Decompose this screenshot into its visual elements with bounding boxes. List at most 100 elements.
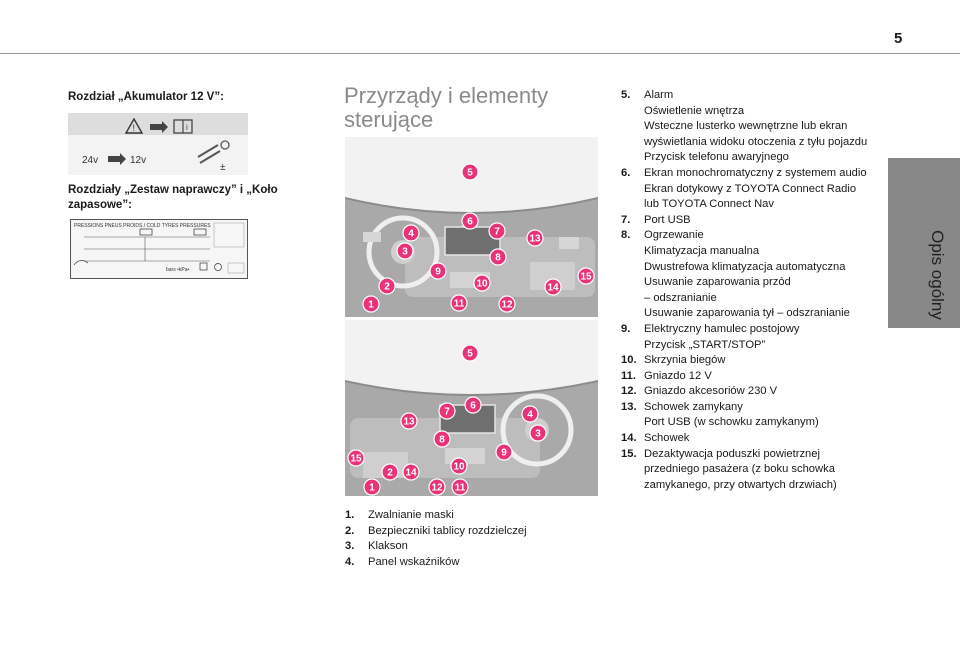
diagram-marker-top-9: 9 [429, 262, 447, 280]
legend-number: 12. [621, 385, 637, 398]
legend-number: 9. [621, 322, 631, 335]
legend-text: Bezpieczniki tablicy rozdzielczej [368, 524, 595, 540]
marker-label: 4 [408, 229, 414, 240]
legend-line: Bezpieczniki tablicy rozdzielczej [368, 524, 527, 537]
diagram-marker-bottom-3: 3 [529, 424, 547, 442]
legend-line: Schowek [644, 432, 690, 445]
legend-number: 10. [621, 354, 637, 367]
svg-text:!: ! [133, 123, 136, 133]
legend-line: Gniazdo 12 V [644, 369, 712, 382]
legend-number: 6. [621, 166, 631, 179]
legend-item: 11. Gniazdo 12 V [621, 369, 871, 385]
legend-line: Usuwanie zaparowania tył – odszranianie [644, 307, 850, 320]
marker-label: 8 [495, 253, 501, 264]
legend-line: Klakson [368, 540, 408, 553]
diagram-marker-top-13: 13 [526, 229, 544, 247]
marker-label: 11 [454, 299, 465, 310]
diagram-marker-top-12: 12 [498, 295, 516, 313]
legend-line: Schowek zamykany [644, 400, 743, 413]
marker-label: 10 [476, 279, 488, 290]
marker-label: 6 [467, 217, 473, 228]
legend-text: Skrzynia biegów [644, 353, 871, 369]
marker-label: 10 [453, 462, 465, 473]
legend-item: 12. Gniazdo akcesoriów 230 V [621, 384, 871, 400]
diagram-marker-top-15: 15 [577, 267, 595, 285]
legend-text: Gniazdo akcesoriów 230 V [644, 384, 871, 400]
legend-number: 5. [621, 89, 631, 101]
legend-line: Dwustrefowa klimatyzacja automatyczna [644, 260, 846, 273]
diagram-marker-top-6: 6 [461, 212, 479, 230]
legend-number: 2. [345, 524, 355, 537]
legend-line: Skrzynia biegów [644, 354, 726, 367]
legend-item: 2. Bezpieczniki tablicy rozdzielczej [345, 524, 595, 540]
label-24v: 24v [82, 155, 98, 166]
marker-label: 15 [580, 272, 592, 283]
marker-label: 13 [403, 417, 415, 428]
legend-number: 1. [345, 509, 355, 521]
tyre-label-units: bars •kPa• [166, 267, 189, 273]
diagram-marker-bottom-13: 13 [400, 412, 418, 430]
diagram-marker-bottom-2: 2 [381, 463, 399, 481]
legend-line: Usuwanie zaparowania przód [644, 276, 791, 289]
legend-text: Gniazdo 12 V [644, 369, 871, 385]
legend-text: Dezaktywacja poduszki powietrznej przedn… [644, 447, 871, 494]
diagram-marker-top-7: 7 [488, 222, 506, 240]
legend-item: 1. Zwalnianie maski [345, 508, 595, 524]
diagram-marker-bottom-14: 14 [402, 463, 420, 481]
marker-label: 5 [467, 168, 473, 179]
legend-number: 15. [621, 447, 637, 460]
legend-number: 8. [621, 229, 631, 242]
marker-label: 2 [387, 468, 393, 479]
legend-item: 7.Port USB [621, 213, 871, 229]
marker-label: 13 [529, 234, 541, 245]
marker-label: 7 [444, 407, 450, 418]
battery-heading: Rozdział „Akumulator 12 V”: [68, 91, 224, 103]
diagram-marker-top-1: 1 [362, 295, 380, 313]
legend-item: 14.Schowek [621, 431, 871, 447]
diagram-marker-top-2: 2 [378, 277, 396, 295]
section-title: Przyrządy i elementy sterujące [344, 83, 549, 132]
legend-line: Port USB (w schowku zamykanym) [644, 416, 819, 429]
section-tab [888, 158, 960, 328]
legend-item: 10. Skrzynia biegów [621, 353, 871, 369]
battery-label-figure: ! i 24v 12v ± [68, 113, 248, 175]
legend-text: Panel wskaźników [368, 555, 595, 571]
legend-item: 6. Ekran monochromatyczny z systemem audi… [621, 166, 871, 213]
legend-text: Zwalnianie maski [368, 508, 595, 524]
header-rule [0, 53, 960, 54]
legend-text: Port USB [644, 213, 871, 229]
legend-line: – odszranianie [644, 291, 717, 304]
legend-number: 3. [345, 540, 355, 553]
diagram-marker-top-8: 8 [489, 248, 507, 266]
marker-label: 7 [494, 227, 500, 238]
diagram-marker-bottom-15: 15 [347, 449, 365, 467]
marker-label: 3 [402, 247, 408, 258]
legend-number: 11. [621, 369, 636, 382]
legend-number: 13. [621, 400, 637, 413]
marker-label: 2 [384, 282, 390, 293]
diagram-marker-bottom-12: 12 [428, 478, 446, 496]
label-12v: 12v [130, 155, 146, 166]
diagram-marker-bottom-4: 4 [521, 405, 539, 423]
marker-label: 3 [535, 429, 541, 440]
diagram-marker-top-5: 5 [461, 163, 479, 181]
legend-line: Wsteczne lusterko wewnętrzne lub ekran w… [644, 120, 868, 148]
legend-line: Ekran monochromatyczny z systemem audio [644, 166, 867, 179]
legend-number: 4. [345, 555, 355, 568]
marker-label: 5 [467, 349, 473, 360]
diagram-marker-bottom-11: 11 [451, 478, 469, 496]
legend-line: Zwalnianie maski [368, 509, 454, 521]
legend-line: Gniazdo akcesoriów 230 V [644, 385, 778, 398]
diagram-marker-bottom-5: 5 [461, 344, 479, 362]
diagram-marker-top-4: 4 [402, 224, 420, 242]
tyre-label-header: PRESSIONS PNEUS PROIDS / COLD TYRES PRES… [74, 223, 211, 229]
marker-label: 9 [435, 267, 441, 278]
